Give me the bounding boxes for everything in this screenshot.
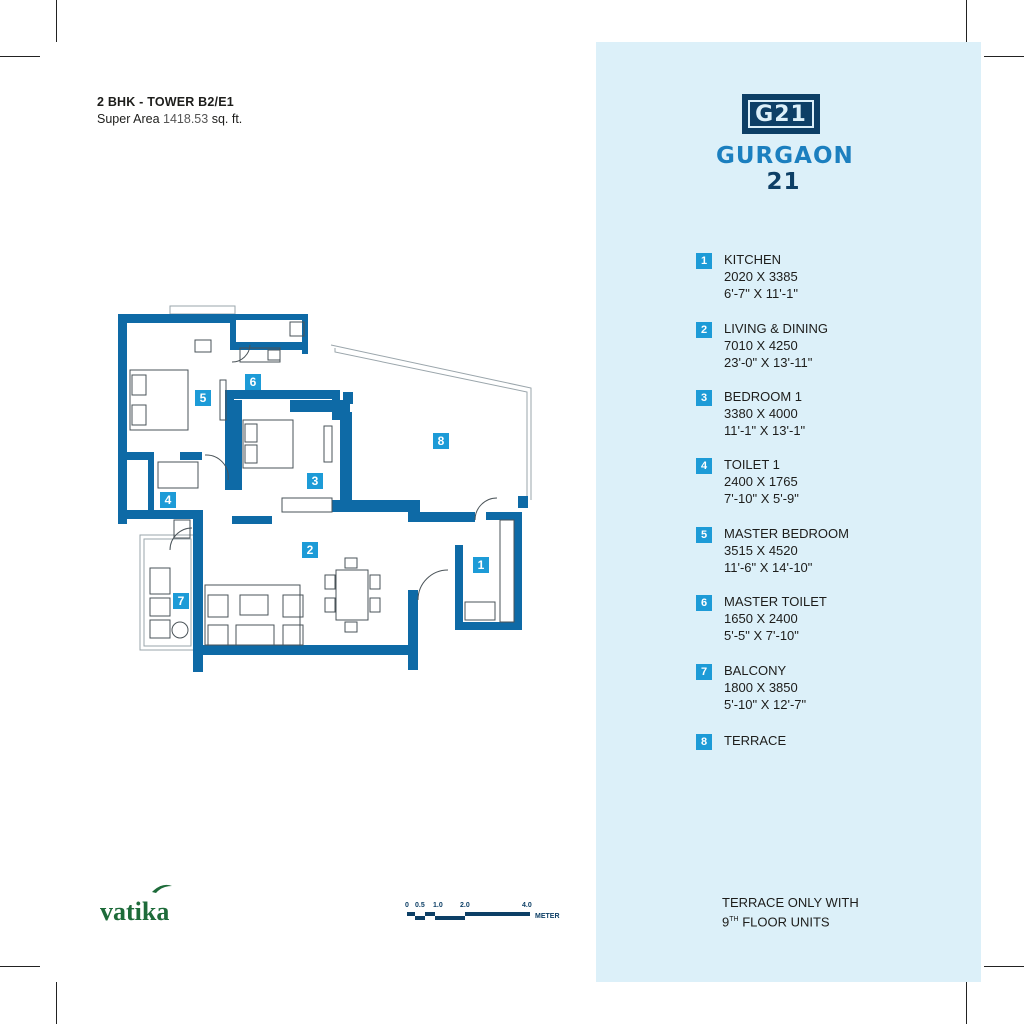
legend-text: KITCHEN 2020 X 3385 6'-7" X 11'-1" [724,251,798,302]
legend-number: 4 [696,458,712,474]
legend-room-name: BALCONY [724,663,787,678]
plan-label-3: 3 [312,474,319,488]
legend-room-ft: 5'-10" X 12'-7" [724,697,807,712]
scale-tick: 2.0 [460,902,470,909]
legend-number: 5 [696,527,712,543]
legend-room-mm: 7010 X 4250 [724,338,798,353]
project-name-part1: GURGAON [716,143,854,169]
scale-bar: 0 0.5 1.0 2.0 4.0 METER [405,902,560,920]
project-name: GURGAON 21 [716,143,854,195]
crop-mark [984,966,1024,967]
scale-tick: 0.5 [415,902,425,909]
leaf-icon [152,884,172,893]
terrace-note: TERRACE ONLY WITH 9TH FLOOR UNITS [722,894,859,930]
scale-tick: 0 [405,902,409,909]
legend-room-ft: 7'-10" X 5'-9" [724,491,799,506]
g21-logo-mark: G21 [748,100,814,128]
legend-number: 7 [696,664,712,680]
unit-header: 2 BHK - TOWER B2/E1 Super Area 1418.53 s… [97,95,242,126]
super-area-label: Super Area [97,112,160,126]
legend-text: TOILET 1 2400 X 1765 7'-10" X 5'-9" [724,456,799,507]
plan-label-7: 7 [178,594,185,608]
super-area: Super Area 1418.53 sq. ft. [97,112,242,126]
legend-room-mm: 2400 X 1765 [724,474,798,489]
plan-label-2: 2 [307,543,314,557]
legend-text: BALCONY 1800 X 3850 5'-10" X 12'-7" [724,662,806,713]
note-line-2: 9TH FLOOR UNITS [722,911,859,930]
scale-unit: METER [535,913,560,920]
note-floor-suffix: TH [729,916,739,923]
note-floor-number: 9 [722,914,730,930]
info-panel [596,42,981,982]
legend-room-name: MASTER BEDROOM [724,526,849,541]
legend-number: 2 [696,322,712,338]
g21-logo: G21 [742,94,820,134]
crop-mark [0,966,40,967]
super-area-value: 1418.53 [163,112,209,126]
super-area-unit: sq. ft. [211,112,243,126]
legend-room-name: MASTER TOILET [724,594,827,609]
legend-room-ft: 5'-5" X 7'-10" [724,628,799,643]
plan-label-6: 6 [250,375,257,389]
crop-mark [56,0,57,42]
legend-room-name: LIVING & DINING [724,321,829,336]
legend-text: TERRACE [724,732,786,749]
legend-number: 8 [696,734,712,750]
legend-room-name: TOILET 1 [724,457,780,472]
legend-number: 3 [696,390,712,406]
vatika-wordmark: vatika [100,897,169,926]
floor-plan: 1 2 3 4 5 6 7 8 [118,305,532,672]
legend-room-ft: 23'-0" X 13'-11" [724,355,813,370]
crop-mark [984,56,1024,57]
crop-mark [56,982,57,1024]
vatika-logo: vatika [100,884,172,926]
plan-label-1: 1 [478,558,485,572]
plan-label-4: 4 [165,493,172,507]
legend-room-mm: 3380 X 4000 [724,406,798,421]
legend-number: 1 [696,253,712,269]
plan-label-5: 5 [200,391,207,405]
legend-room-ft: 11'-6" X 14'-10" [724,560,813,575]
crop-mark [966,0,967,42]
legend-room-mm: 2020 X 3385 [724,269,798,284]
note-line-1: TERRACE ONLY WITH [722,895,859,910]
legend-room-mm: 1800 X 3850 [724,680,798,695]
legend-text: MASTER BEDROOM 3515 X 4520 11'-6" X 14'-… [724,525,849,576]
scale-tick: 4.0 [522,902,532,909]
crop-mark [0,56,40,57]
legend-room-mm: 3515 X 4520 [724,543,798,558]
legend-room-name: BEDROOM 1 [724,389,803,404]
project-name-part2: 21 [766,169,801,195]
crop-mark [966,982,967,1024]
legend-text: LIVING & DINING 7010 X 4250 23'-0" X 13'… [724,320,828,371]
legend-room-name: KITCHEN [724,252,782,267]
legend-text: MASTER TOILET 1650 X 2400 5'-5" X 7'-10" [724,593,827,644]
legend-number: 6 [696,595,712,611]
legend-room-name: TERRACE [724,733,787,748]
legend-text: BEDROOM 1 3380 X 4000 11'-1" X 13'-1" [724,388,805,439]
note-line-2-text: FLOOR UNITS [738,914,830,930]
scale-tick: 1.0 [433,902,443,909]
plan-label-8: 8 [438,434,445,448]
unit-title: 2 BHK - TOWER B2/E1 [97,95,234,109]
legend-room-ft: 11'-1" X 13'-1" [724,423,806,438]
legend-room-mm: 1650 X 2400 [724,611,798,626]
legend-room-ft: 6'-7" X 11'-1" [724,286,798,301]
